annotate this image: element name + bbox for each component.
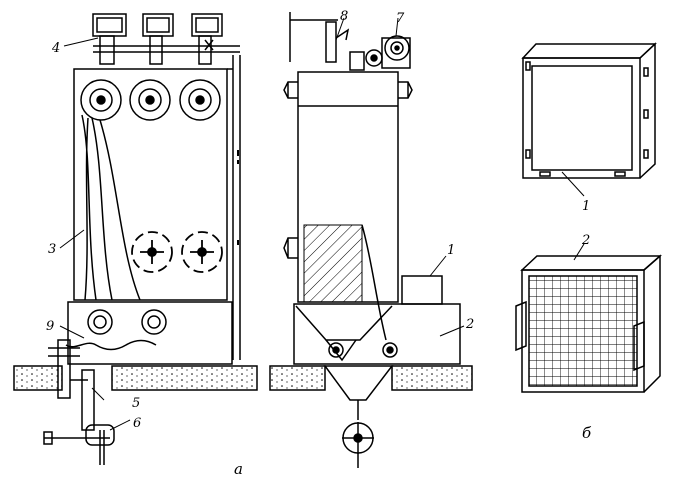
filter-sleeves: [81, 114, 141, 301]
frame-mesh: [515, 254, 662, 393]
callout-1-side: 1: [447, 243, 455, 258]
mesh-grid: [528, 275, 638, 387]
discharge-cone: [323, 365, 394, 401]
agitator-wheels: [131, 231, 223, 273]
callout-3: 3: [48, 242, 56, 257]
cabinet-body: [73, 68, 228, 301]
frame-open: [521, 42, 657, 179]
callout-labels: 4 3 9 5 6 8 7 1 2 1 2: [46, 9, 590, 431]
motor-assembly: [289, 12, 411, 71]
panel-label-a: а: [234, 460, 243, 478]
hatched-sleeves: [303, 224, 363, 303]
callout-7: 7: [396, 11, 405, 26]
shaker-drums: [80, 79, 221, 121]
callout-1-frame: 1: [582, 199, 590, 214]
callout-6: 6: [133, 416, 141, 431]
leader-lines: [59, 17, 585, 431]
dust-collector: [401, 275, 443, 305]
discharge-valve: [342, 422, 374, 468]
callout-9: 9: [46, 319, 54, 334]
callout-4: 4: [51, 41, 60, 56]
floor-side-left: [269, 365, 326, 391]
floor-side-right: [391, 365, 473, 391]
front-view: [13, 13, 258, 465]
side-view: [269, 12, 473, 468]
panel-label-b: б: [582, 424, 592, 442]
floor-left: [13, 365, 63, 391]
callout-5: 5: [132, 396, 140, 411]
base-frame: [293, 303, 461, 365]
bottom-hopper: [67, 301, 233, 365]
callout-2-side: 2: [465, 317, 474, 332]
floor-right: [111, 365, 258, 391]
side-bearings: [283, 81, 413, 259]
lower-drive: [43, 339, 115, 465]
auger-wheels: [87, 309, 167, 335]
callout-2-frame: 2: [581, 233, 590, 248]
callout-8: 8: [340, 9, 348, 24]
drive-housings: [92, 13, 240, 65]
panel-labels: а б: [234, 424, 592, 478]
